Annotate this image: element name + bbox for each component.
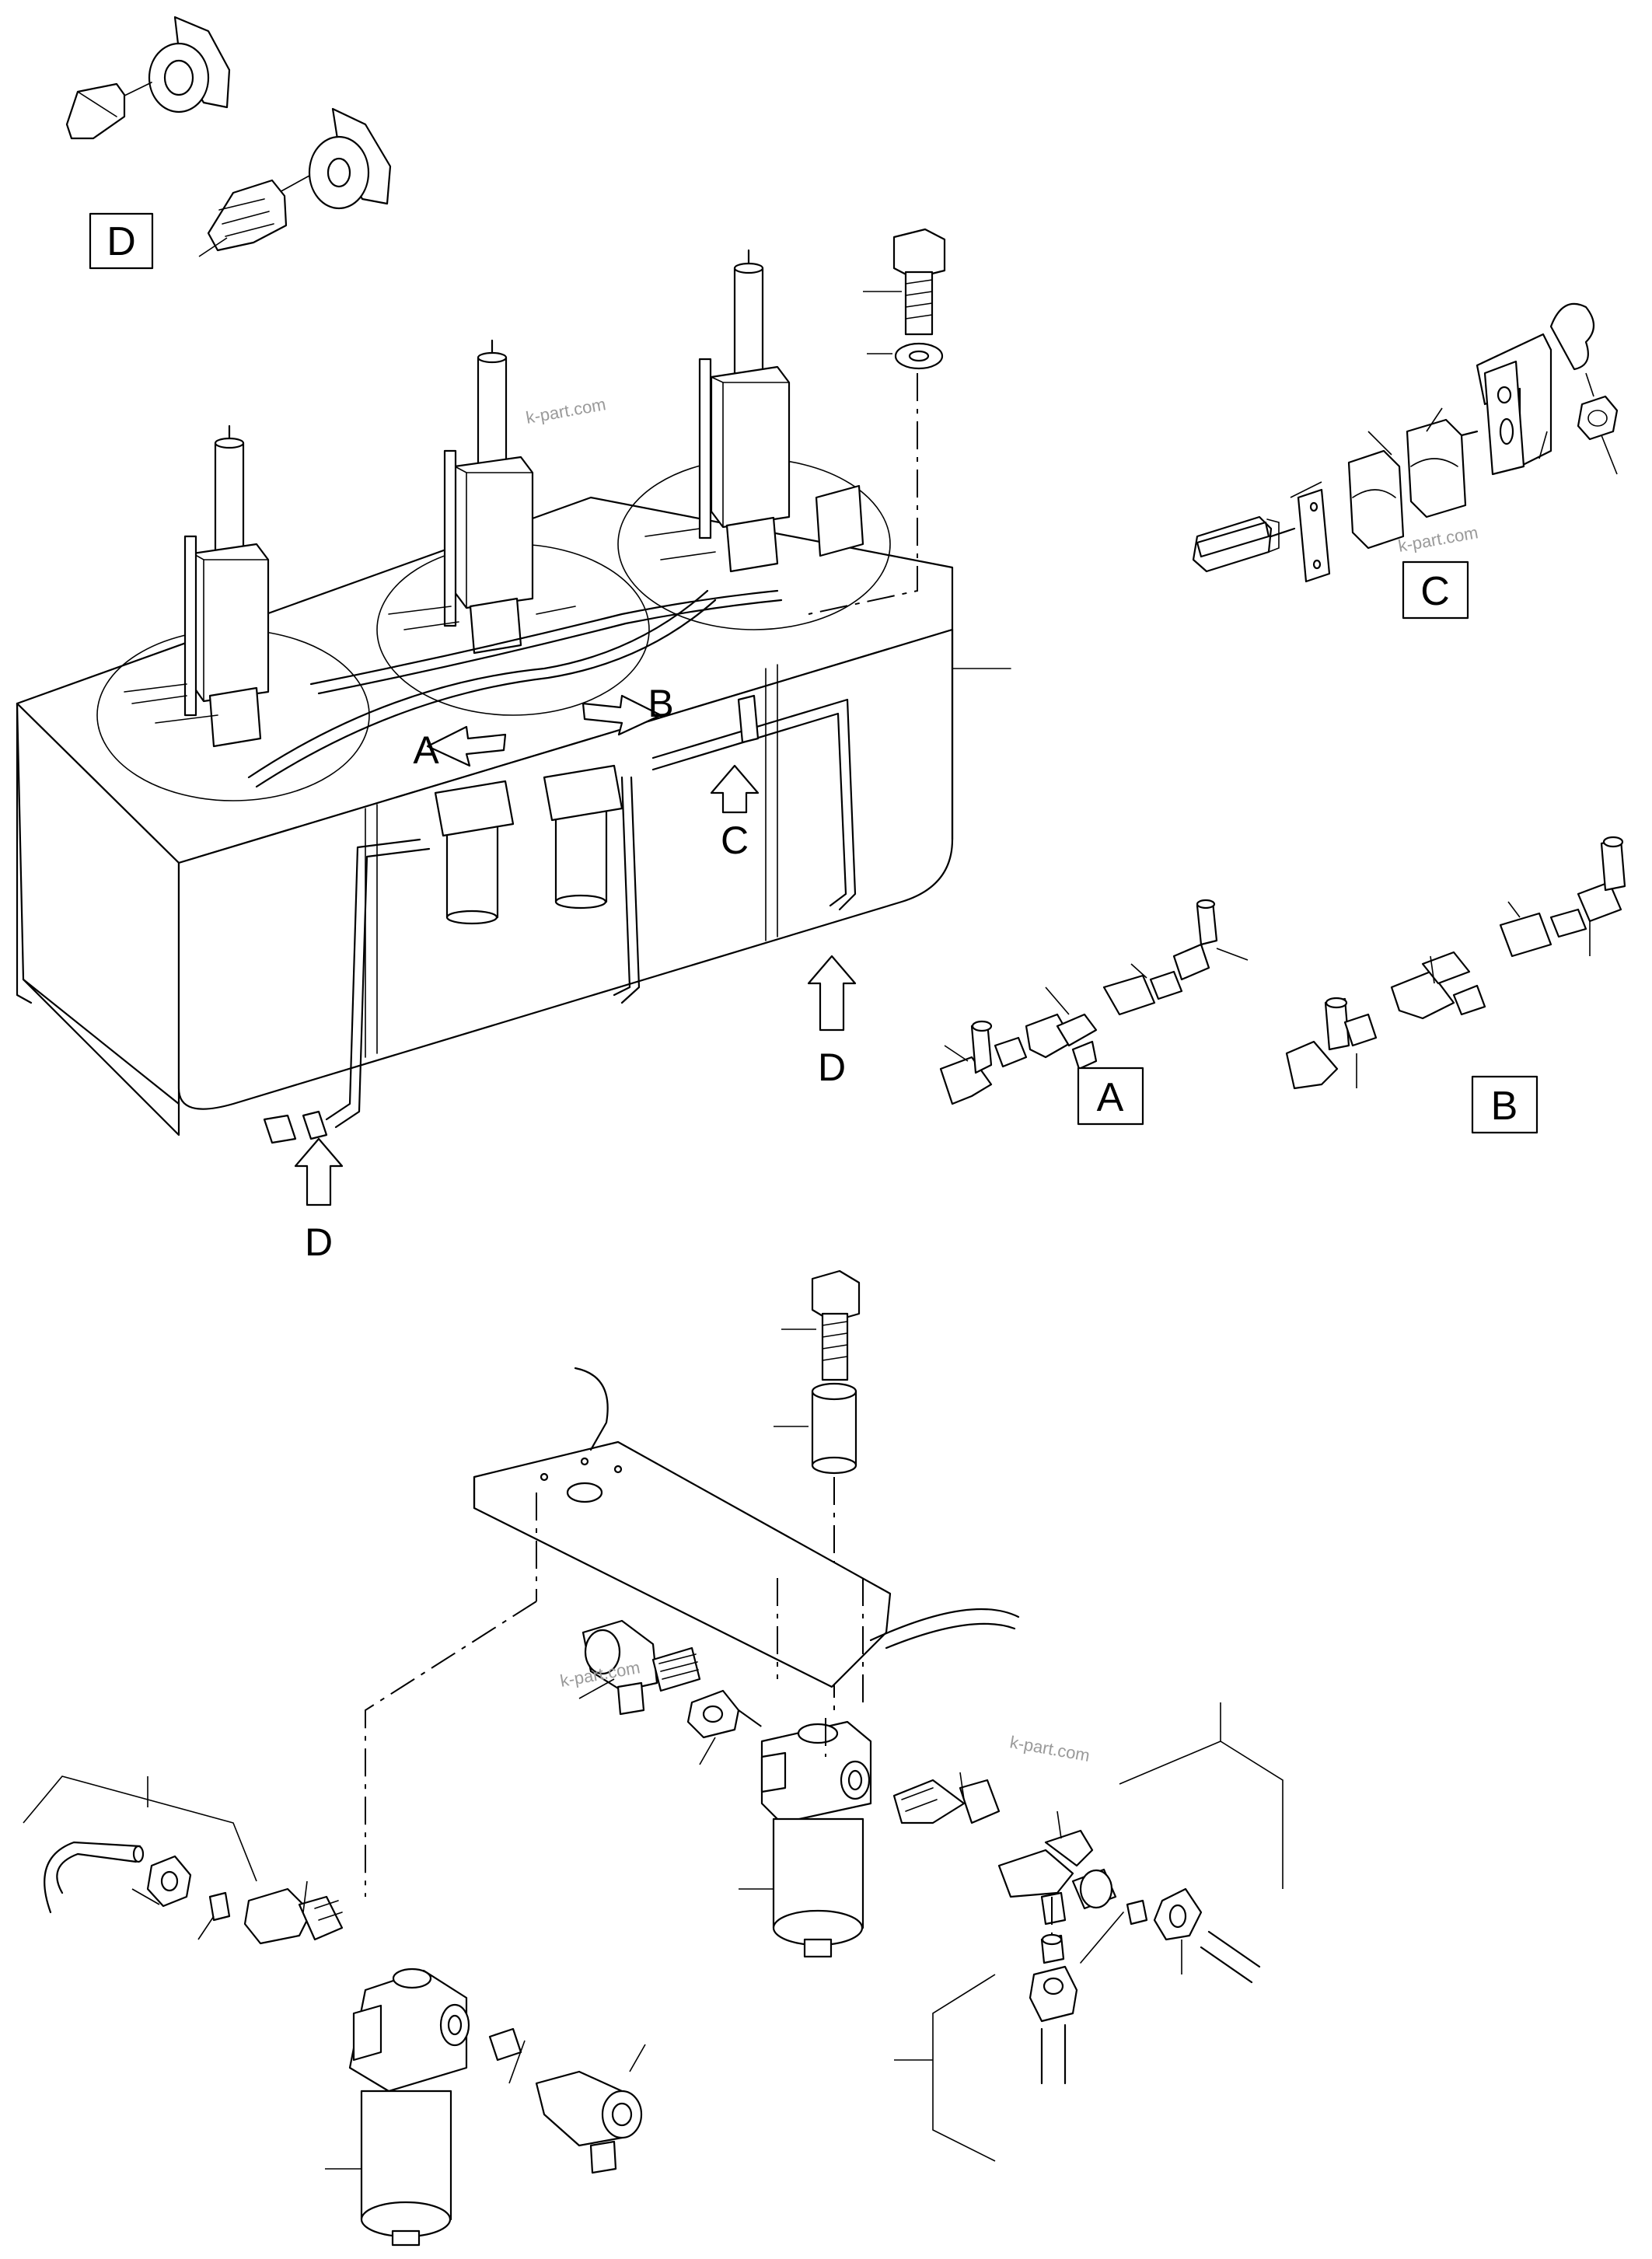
accumulator-middle [388, 339, 576, 655]
detail-b-group: B [1285, 836, 1626, 1134]
upper-valve [578, 1619, 767, 1765]
watermark-lower: k-part.com [1008, 1732, 1091, 1765]
detail-b-label: B [1491, 1084, 1518, 1129]
detail-c-label: C [1420, 569, 1450, 614]
lower-filter-housing [325, 1967, 470, 2247]
detail-a-group: A [939, 899, 1249, 1126]
arrow-b: B [582, 682, 674, 736]
tank-bolt [808, 228, 946, 615]
hoses-top [247, 589, 783, 788]
lower-left-fittings [23, 1775, 646, 2174]
tank-filters [434, 764, 623, 925]
tank-piping [263, 694, 857, 1144]
detail-a-label: A [1097, 1075, 1124, 1120]
callout-d-left-label: D [305, 1220, 333, 1264]
watermark-c: k-part.com [1397, 522, 1480, 556]
arrow-d-right: D [807, 955, 857, 1089]
detail-d-label: D [107, 219, 136, 264]
accumulator-left [124, 424, 270, 748]
detail-c-group: C [1192, 302, 1619, 620]
mounting-plate [365, 1367, 1020, 1897]
callout-a-label: A [413, 728, 439, 772]
lower-bolt-spacer [774, 1269, 861, 1710]
accumulator-right [644, 249, 864, 573]
arrow-d-left: D [294, 1137, 344, 1264]
arrow-a: A [413, 725, 507, 772]
callout-b-label: B [648, 682, 673, 725]
callout-c-label: C [721, 819, 749, 862]
callout-d-right-label: D [818, 1046, 846, 1089]
right-fittings [892, 1702, 1284, 2162]
upper-filter-housing [739, 1718, 872, 1958]
arrow-c: C [710, 764, 760, 862]
detail-d-group: D [65, 16, 392, 270]
watermark-top: k-part.com [525, 394, 608, 428]
